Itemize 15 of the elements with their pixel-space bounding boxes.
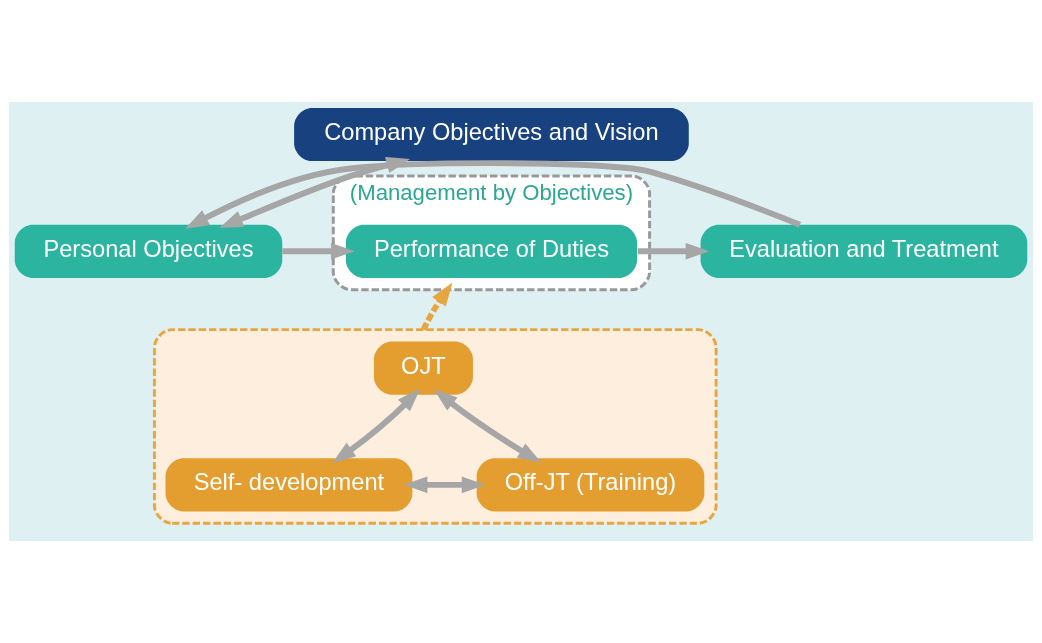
node-box: Performance of Duties	[345, 224, 638, 278]
node-box: Self- development	[165, 458, 413, 512]
arrow	[185, 160, 802, 229]
arrow	[420, 282, 453, 331]
arrow	[433, 389, 542, 463]
arrow	[332, 388, 421, 464]
node-box: Company Objectives and Vision	[294, 107, 689, 162]
node-box: OJT	[373, 341, 473, 395]
node-box: Personal Objectives	[14, 224, 283, 278]
arrow	[637, 243, 710, 260]
node-box: Evaluation and Treatment	[700, 224, 1028, 278]
arrow	[403, 476, 486, 494]
arrow	[282, 243, 355, 260]
node-box: Off-JT (Training)	[476, 458, 705, 512]
cluster	[152, 328, 718, 525]
